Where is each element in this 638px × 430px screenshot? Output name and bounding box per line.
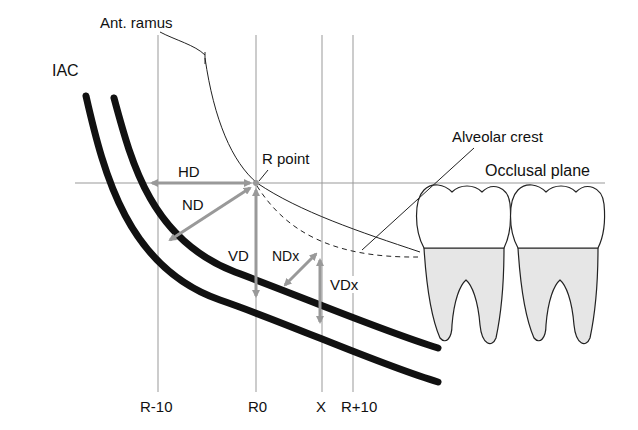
leader-line [160, 32, 205, 55]
label: R point [262, 150, 310, 167]
label: HD [176, 163, 202, 180]
label: NDx [270, 248, 301, 265]
label: Occlusal plane [485, 162, 590, 179]
label: R+10 [341, 398, 377, 415]
leader-line [259, 170, 268, 181]
label: R0 [248, 398, 267, 415]
label: VDx [328, 276, 360, 293]
label: IAC [52, 62, 79, 79]
label: Ant. ramus [100, 14, 173, 31]
label: X [316, 398, 326, 415]
ramus-outline [205, 58, 420, 252]
r-point [253, 180, 259, 186]
label: Alveolar crest [452, 128, 543, 145]
label: VD [226, 247, 251, 264]
leader-line [362, 148, 474, 250]
occlusal-plane [75, 183, 605, 184]
label: ND [180, 196, 206, 213]
label: R-10 [140, 398, 173, 415]
molars [417, 185, 605, 344]
measurement-arrows [152, 183, 320, 322]
inferior-alveolar-canal [86, 96, 438, 382]
